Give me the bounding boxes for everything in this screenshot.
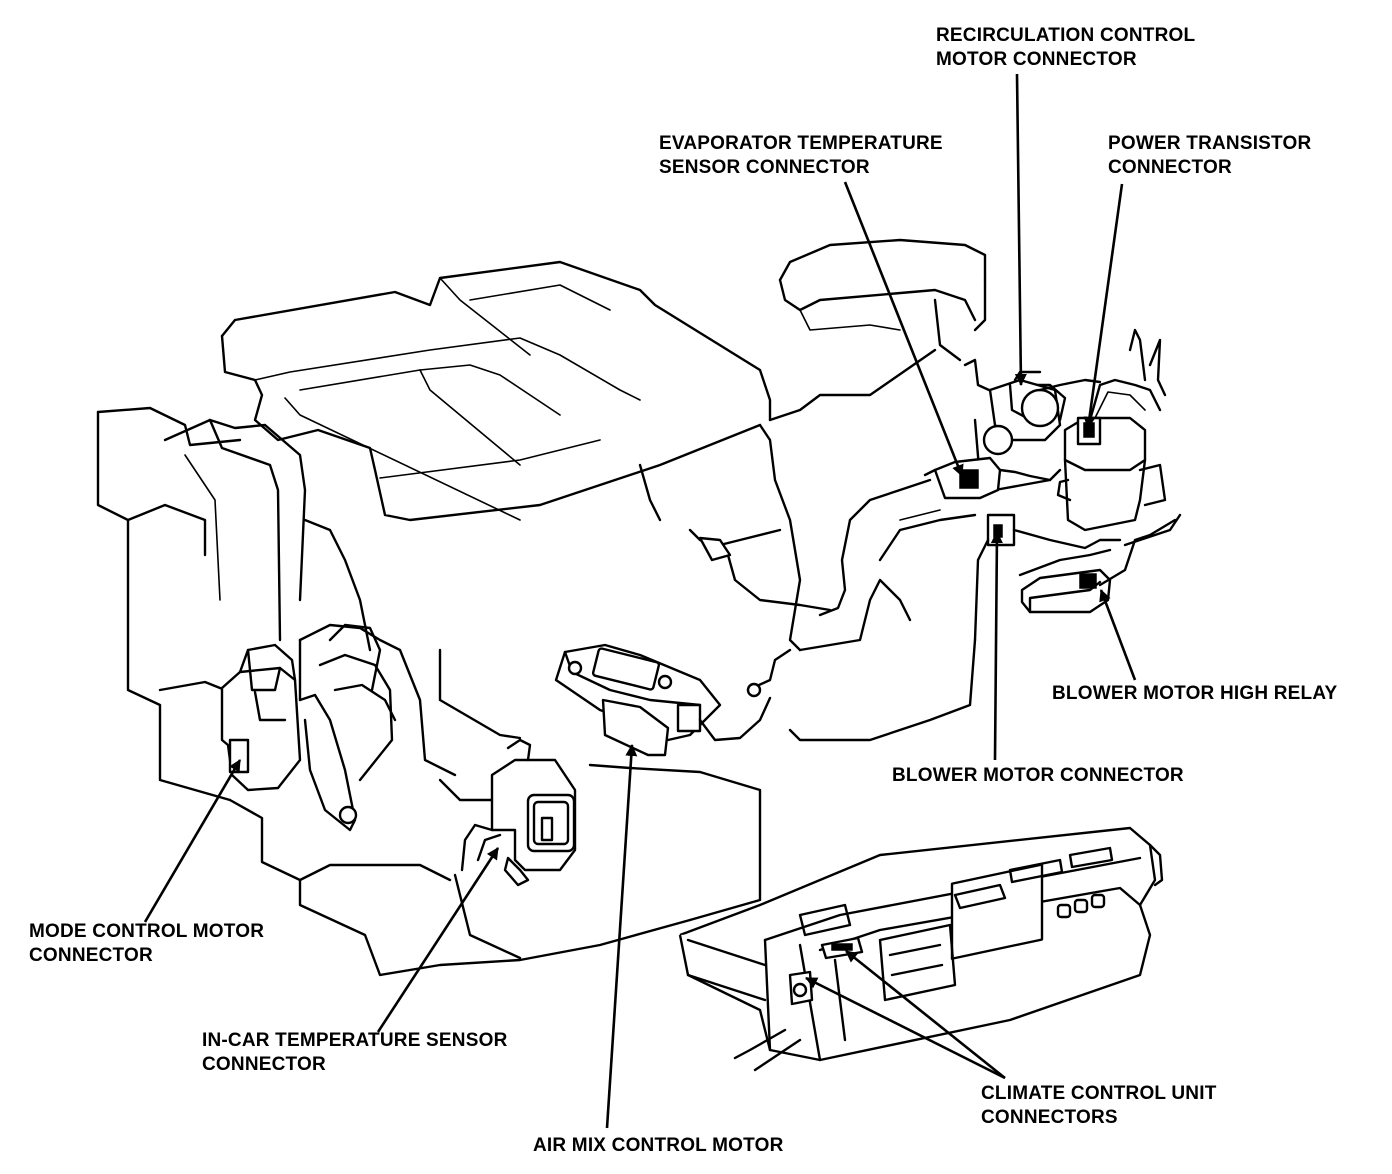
label-line: CONNECTOR (29, 945, 153, 966)
label-line: POWER TRANSISTOR (1108, 133, 1312, 154)
mode-control-motor (220, 623, 382, 832)
label-line: MODE CONTROL MOTOR (29, 921, 265, 942)
label-line: CONNECTOR (1108, 157, 1232, 178)
label-mode-control-motor-connector: MODE CONTROL MOTOR CONNECTOR (29, 920, 264, 968)
leader-lines (143, 73, 1137, 1129)
label-power-transistor-connector: POWER TRANSISTOR CONNECTOR (1108, 132, 1311, 180)
blower-motor-connector-body (973, 513, 1122, 642)
power-transistor (1038, 328, 1167, 532)
label-air-mix-control-motor: AIR MIX CONTROL MOTOR (533, 1134, 784, 1158)
label-blower-motor-high-relay: BLOWER MOTOR HIGH RELAY (1052, 682, 1337, 706)
label-line: MOTOR CONNECTOR (936, 49, 1137, 70)
blower-motor-high-relay-body (1018, 513, 1182, 614)
climate-control-unit (678, 826, 1164, 1072)
label-blower-motor-connector: BLOWER MOTOR CONNECTOR (892, 764, 1184, 788)
label-in-car-temperature-sensor-connector: IN-CAR TEMPERATURE SENSOR CONNECTOR (202, 1029, 508, 1077)
label-climate-control-unit-connectors: CLIMATE CONTROL UNIT CONNECTORS (981, 1082, 1217, 1130)
label-line: AIR MIX CONTROL MOTOR (533, 1135, 784, 1156)
evaporator-temperature-sensor (818, 456, 1052, 617)
in-car-temperature-sensor (460, 738, 577, 887)
recirculation-control-motor (963, 358, 1067, 492)
label-recirculation-control-motor-connector: RECIRCULATION CONTROL MOTOR CONNECTOR (936, 24, 1195, 72)
heater-unit-housing (96, 238, 987, 977)
air-mix-control-motor (554, 528, 832, 757)
label-line: IN-CAR TEMPERATURE SENSOR (202, 1030, 508, 1051)
label-line: SENSOR CONNECTOR (659, 157, 870, 178)
label-line: EVAPORATOR TEMPERATURE (659, 133, 943, 154)
label-line: CLIMATE CONTROL UNIT (981, 1083, 1217, 1104)
label-line: RECIRCULATION CONTROL (936, 25, 1196, 46)
label-evaporator-temperature-sensor-connector: EVAPORATOR TEMPERATURE SENSOR CONNECTOR (659, 132, 943, 180)
label-line: CONNECTOR (202, 1054, 326, 1075)
label-line: BLOWER MOTOR CONNECTOR (892, 765, 1184, 786)
label-line: BLOWER MOTOR HIGH RELAY (1052, 683, 1338, 704)
label-line: CONNECTORS (981, 1107, 1118, 1128)
